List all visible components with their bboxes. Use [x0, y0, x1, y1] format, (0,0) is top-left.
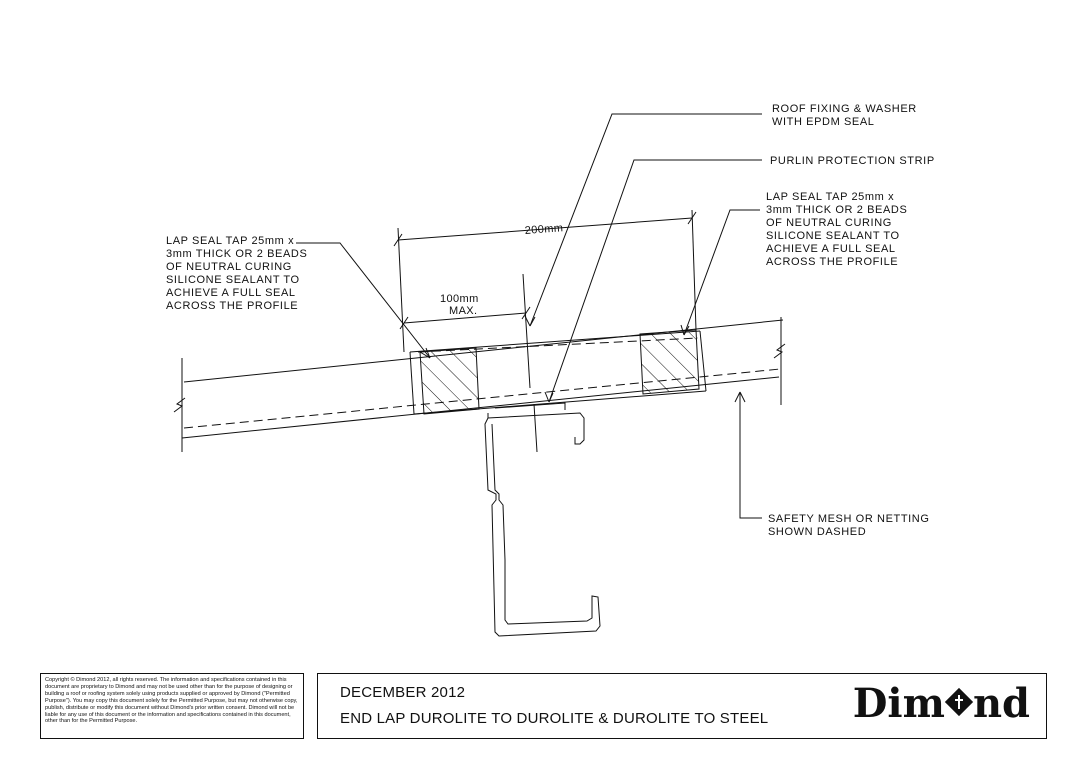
label-safety-mesh: SAFETY MESH OR NETTING SHOWN DASHED: [768, 513, 930, 538]
label-lap-seal-left-line-5: ACHIEVE A FULL SEAL: [166, 287, 296, 299]
dim-100mm: 100mm: [440, 293, 479, 305]
diamond-cross-icon: [944, 687, 974, 717]
leader-safety-mesh: [734, 391, 762, 519]
label-safety-mesh-line-2: SHOWN DASHED: [768, 526, 866, 538]
logo-text-right: nd: [972, 680, 1030, 727]
label-lap-seal-left-line-6: ACROSS THE PROFILE: [166, 300, 298, 312]
label-roof-fixing-line-2: WITH EPDM SEAL: [772, 116, 875, 128]
copyright-notice: Copyright © Dimond 2012, all rights rese…: [40, 673, 304, 739]
label-lap-seal-right-line-5: ACHIEVE A FULL SEAL: [766, 243, 896, 255]
title-block: DECEMBER 2012 END LAP DUROLITE TO DUROLI…: [317, 673, 1047, 739]
label-lap-seal-left-line-4: SILICONE SEALANT TO: [166, 274, 300, 286]
leader-roof-fixing: [524, 113, 762, 327]
leader-lap-seal-left: [296, 242, 431, 359]
logo-text-left: Dim: [852, 680, 945, 727]
lap-seal-left: [419, 347, 480, 415]
label-lap-seal-left-line-3: OF NEUTRAL CURING: [166, 261, 292, 273]
label-roof-fixing-line-1: ROOF FIXING & WASHER: [772, 103, 917, 115]
leader-purlin-strip: [544, 159, 762, 403]
label-purlin-strip: PURLIN PROTECTION STRIP: [770, 155, 935, 167]
dimension-200mm: [393, 209, 697, 353]
leader-lap-seal-right: [680, 209, 760, 336]
drawing-date: DECEMBER 2012: [340, 684, 466, 701]
label-roof-fixing: ROOF FIXING & WASHER WITH EPDM SEAL: [772, 103, 917, 128]
dim-max: MAX.: [449, 305, 478, 317]
drawing-title: END LAP DUROLITE TO DUROLITE & DUROLITE …: [340, 710, 769, 727]
label-lap-seal-right-line-3: OF NEUTRAL CURING: [766, 217, 892, 229]
roof-fixing: [522, 273, 538, 453]
label-safety-mesh-line-1: SAFETY MESH OR NETTING: [768, 513, 930, 525]
label-lap-seal-right-line-4: SILICONE SEALANT TO: [766, 230, 900, 242]
label-lap-seal-left: LAP SEAL TAP 25mm x 3mm THICK OR 2 BEADS…: [166, 235, 307, 312]
label-lap-seal-right-line-6: ACROSS THE PROFILE: [766, 256, 898, 268]
label-lap-seal-right-line-2: 3mm THICK OR 2 BEADS: [766, 204, 907, 216]
label-lap-seal-left-line-2: 3mm THICK OR 2 BEADS: [166, 248, 307, 260]
label-lap-seal-left-line-1: LAP SEAL TAP 25mm x: [166, 235, 294, 247]
dim-200mm: 200mm: [524, 222, 563, 237]
label-lap-seal-right: LAP SEAL TAP 25mm x 3mm THICK OR 2 BEADS…: [766, 191, 907, 268]
purlin: [484, 402, 601, 637]
label-lap-seal-right-line-1: LAP SEAL TAP 25mm x: [766, 191, 894, 203]
lap-seal-right: [639, 329, 700, 395]
label-purlin-strip-line-1: PURLIN PROTECTION STRIP: [770, 155, 935, 167]
dimension-100mm-max: [399, 306, 531, 330]
